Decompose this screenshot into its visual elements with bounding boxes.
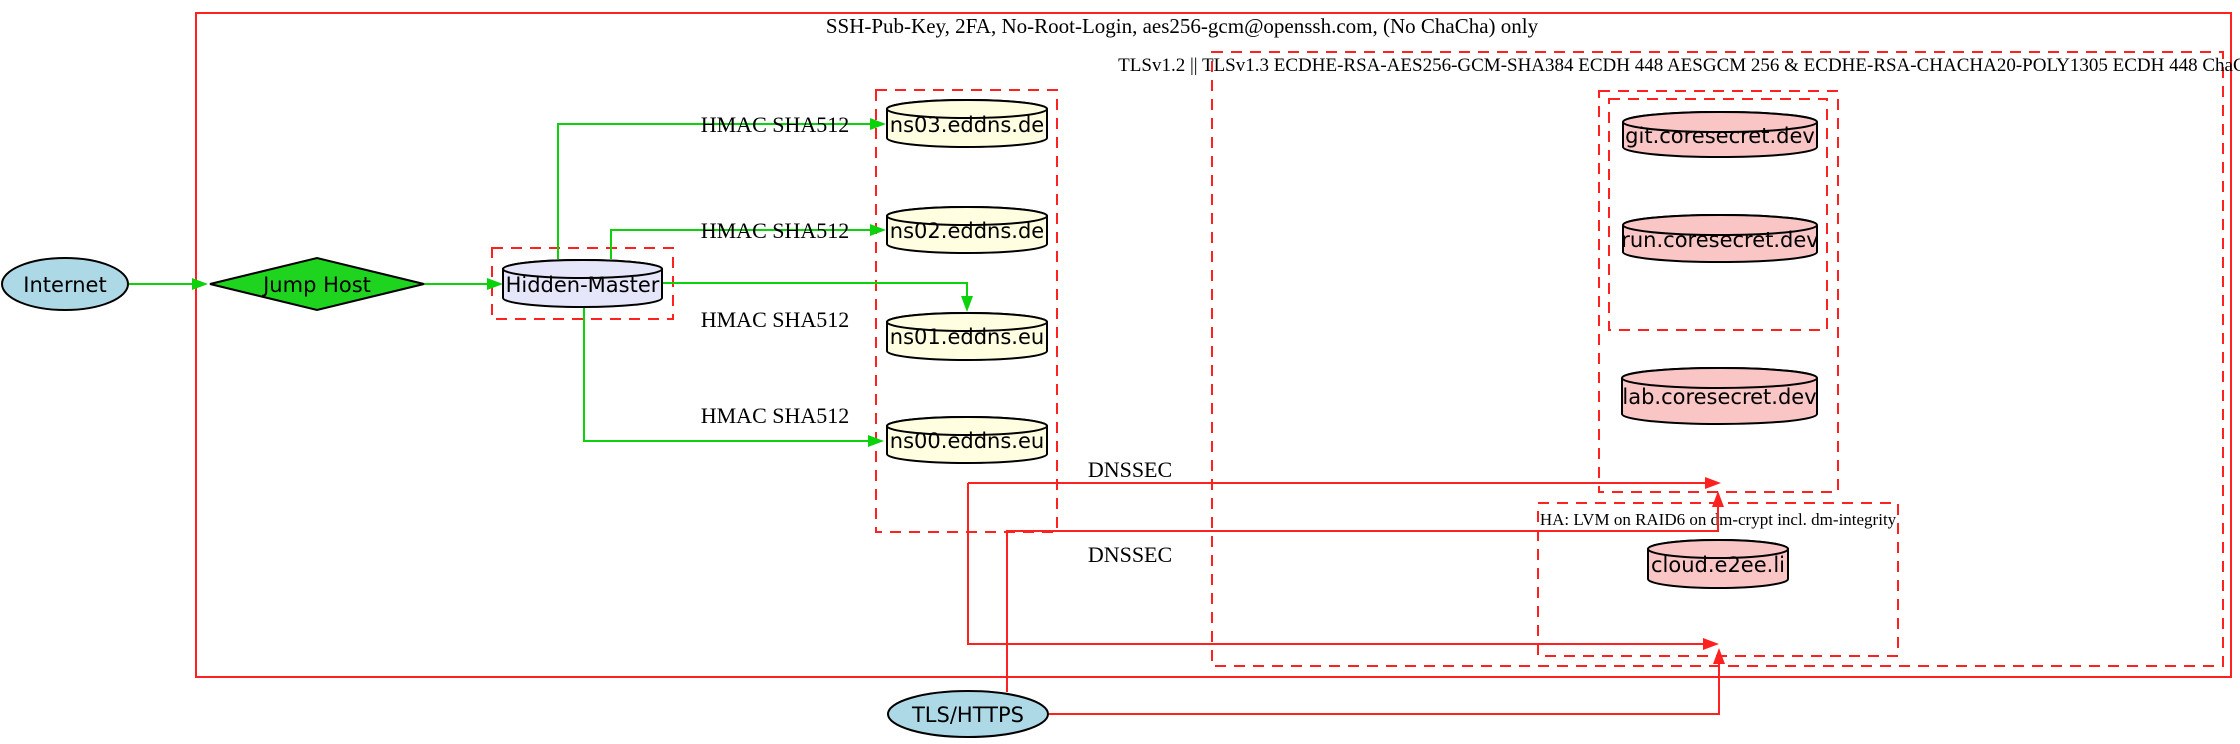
coresecret-cluster-border	[1598, 90, 1839, 493]
internet-node: Internet	[1, 257, 129, 311]
edge-hiddenmaster-ns03	[557, 118, 886, 259]
git-label: git.coresecret.dev	[1625, 124, 1815, 148]
outer-boundary-label: SSH-Pub-Key, 2FA, No-Root-Login, aes256-…	[826, 14, 1539, 38]
arrowhead-hiddenmaster-ns02	[870, 224, 886, 236]
edge-dnssec-ha	[967, 483, 1719, 650]
jump-host-label: Jump Host	[261, 273, 371, 297]
arrowhead-tls-coresecret	[1712, 491, 1724, 507]
cloud-node: cloud.e2ee.li	[1647, 539, 1789, 589]
tls-cluster-label: TLSv1.2 || TLSv1.3 ECDHE-RSA-AES256-GCM-…	[1118, 55, 2240, 76]
gitrun-cluster-border	[1608, 98, 1828, 331]
arrowhead-hiddenmaster-ns03	[870, 118, 886, 130]
edge-jumphost-hiddenmaster	[424, 278, 503, 290]
arrowhead-dnssec-ha	[1703, 638, 1719, 650]
ns02-label: ns02.eddns.de	[890, 219, 1044, 243]
dnssec-label-2: DNSSEC	[1088, 542, 1172, 567]
ns03-node: ns03.eddns.de	[886, 99, 1048, 148]
hidden-master-label: Hidden-Master	[506, 273, 660, 297]
ns02-node: ns02.eddns.de	[886, 206, 1048, 254]
hmac-label-ns00: HMAC SHA512	[701, 403, 850, 428]
eddns-cluster-border	[875, 89, 1058, 533]
edge-hiddenmaster-ns01	[662, 282, 973, 312]
arrowhead-hiddenmaster-ns00	[868, 435, 884, 447]
run-label: run.coresecret.dev	[1621, 228, 1819, 252]
ns01-label: ns01.eddns.eu	[890, 325, 1044, 349]
hidden-master-node: Hidden-Master	[502, 259, 663, 308]
arrowhead-tls-ha	[1713, 648, 1725, 664]
arrowhead-hiddenmaster-ns01	[961, 296, 973, 312]
git-node: git.coresecret.dev	[1622, 111, 1818, 158]
lab-node: lab.coresecret.dev	[1621, 367, 1818, 425]
cloud-label: cloud.e2ee.li	[1651, 553, 1785, 577]
edge-hiddenmaster-ns00	[583, 306, 884, 447]
ns00-label: ns00.eddns.eu	[890, 429, 1044, 453]
edge-tls-coresecret	[1006, 491, 1724, 692]
outer-security-boundary	[195, 12, 2232, 678]
jump-host-node: Jump Host	[209, 256, 425, 312]
arrowhead-jumphost-hiddenmaster	[487, 278, 503, 290]
lab-label: lab.coresecret.dev	[1622, 385, 1816, 409]
edge-dnssec-coresecret	[968, 477, 1721, 489]
edge-internet-jumphost	[128, 278, 208, 290]
ns01-node: ns01.eddns.eu	[886, 312, 1048, 361]
hmac-label-ns03: HMAC SHA512	[701, 112, 850, 137]
tls-https-label: TLS/HTTPS	[911, 703, 1024, 727]
internet-label: Internet	[23, 273, 106, 297]
hmac-label-ns02: HMAC SHA512	[701, 218, 850, 243]
ns03-label: ns03.eddns.de	[890, 113, 1044, 137]
arrowhead-internet-jumphost	[192, 278, 208, 290]
run-node: run.coresecret.dev	[1621, 214, 1819, 263]
ns00-node: ns00.eddns.eu	[886, 416, 1048, 464]
edge-tls-ha	[1048, 648, 1725, 715]
dnssec-label-1: DNSSEC	[1088, 457, 1172, 482]
arrowhead-dnssec-coresecret	[1705, 477, 1721, 489]
tls-cluster-border	[1211, 51, 2224, 667]
tls-https-node: TLS/HTTPS	[887, 690, 1049, 738]
hmac-label-ns01: HMAC SHA512	[701, 307, 850, 332]
edge-hiddenmaster-ns02	[610, 224, 886, 259]
